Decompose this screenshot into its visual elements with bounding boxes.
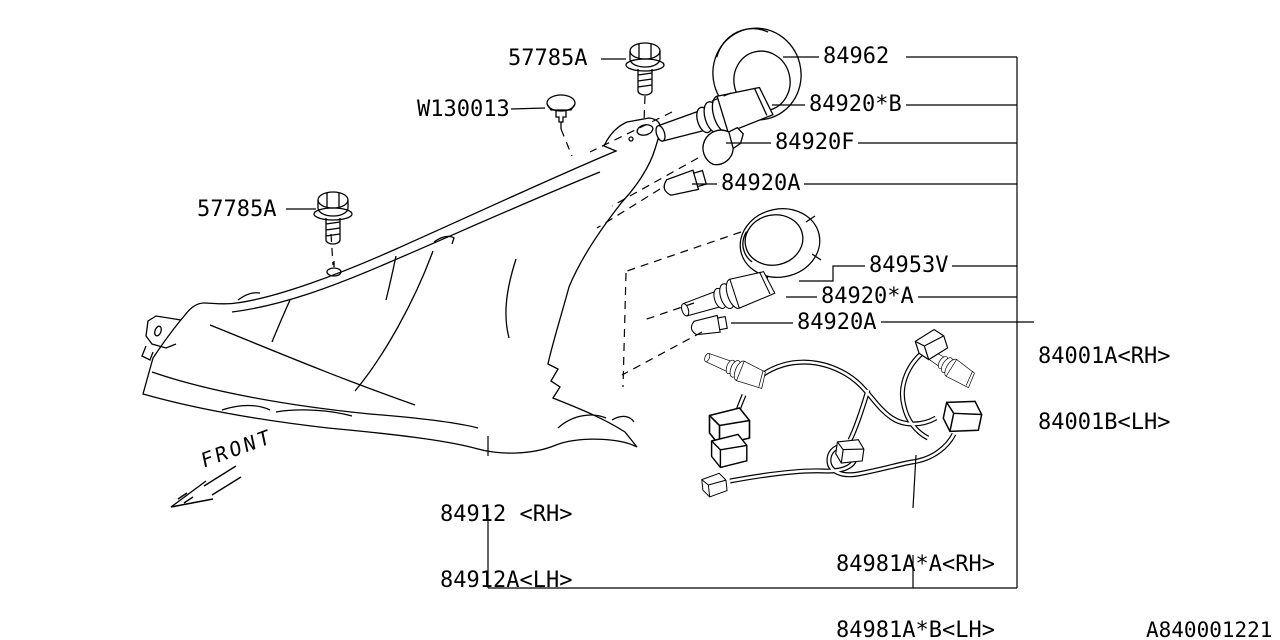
- part-label-retaining-ring: 84953V: [869, 253, 949, 278]
- bulb-f-icon: [702, 126, 744, 166]
- part-label-bulb-f: 84920F: [775, 130, 855, 155]
- part-label-bulb-small-mid: 84920A: [797, 310, 877, 335]
- harness-drawing: [700, 326, 985, 499]
- part-label-assembly-lh: 84001B<LH>: [1038, 410, 1171, 435]
- part-label-bolt-left: 57785A: [197, 197, 277, 222]
- part-label-bulb-socket-b: 84920*B: [809, 92, 902, 117]
- part-label-lens-rh: 84912 <RH>: [440, 502, 573, 527]
- bolt-top-icon: [625, 42, 665, 96]
- part-label-harness: 84981A*A<RH> 84981A*B<LH>: [836, 510, 995, 640]
- bolt-left-icon: [313, 191, 353, 245]
- harness-connector-bottom-icon: [700, 472, 729, 499]
- drawing-number: A840001221: [1146, 618, 1273, 640]
- headlamp-drawing: [141, 117, 662, 454]
- part-label-assembly-rh: 84001A<RH>: [1038, 344, 1171, 369]
- harness-socket-left-icon: [700, 346, 770, 391]
- clip-icon: [546, 94, 576, 130]
- part-label-clip: W130013: [417, 97, 510, 122]
- bulb-small-top-icon: [661, 167, 708, 200]
- part-label-lens-lh: 84912A<LH>: [440, 568, 573, 593]
- part-label-bulb-small-top: 84920A: [721, 171, 801, 196]
- part-label-harness-rh: 84981A*A<RH>: [836, 552, 995, 577]
- front-arrow-icon: [170, 465, 242, 508]
- part-label-bolt-top: 57785A: [508, 46, 588, 71]
- dashed-leaders: [330, 92, 742, 388]
- bulb-small-mid-icon: [689, 313, 729, 338]
- part-label-seal-ring: 84962: [823, 44, 890, 69]
- part-label-harness-lh: 84981A*B<LH>: [836, 618, 995, 640]
- leader-lines: [286, 56, 1034, 589]
- harness-connector-right-icon: [940, 394, 985, 438]
- part-label-assembly: 84001A<RH> 84001B<LH>: [1038, 302, 1170, 478]
- part-label-bulb-socket-a: 84920*A: [821, 284, 914, 309]
- bulb-socket-a-icon: [676, 266, 777, 326]
- part-label-lens-body: 84912 <RH> 84912A<LH>: [440, 460, 572, 636]
- harness-connector-mid-icon: [834, 436, 866, 467]
- retaining-ring-icon: [739, 208, 822, 286]
